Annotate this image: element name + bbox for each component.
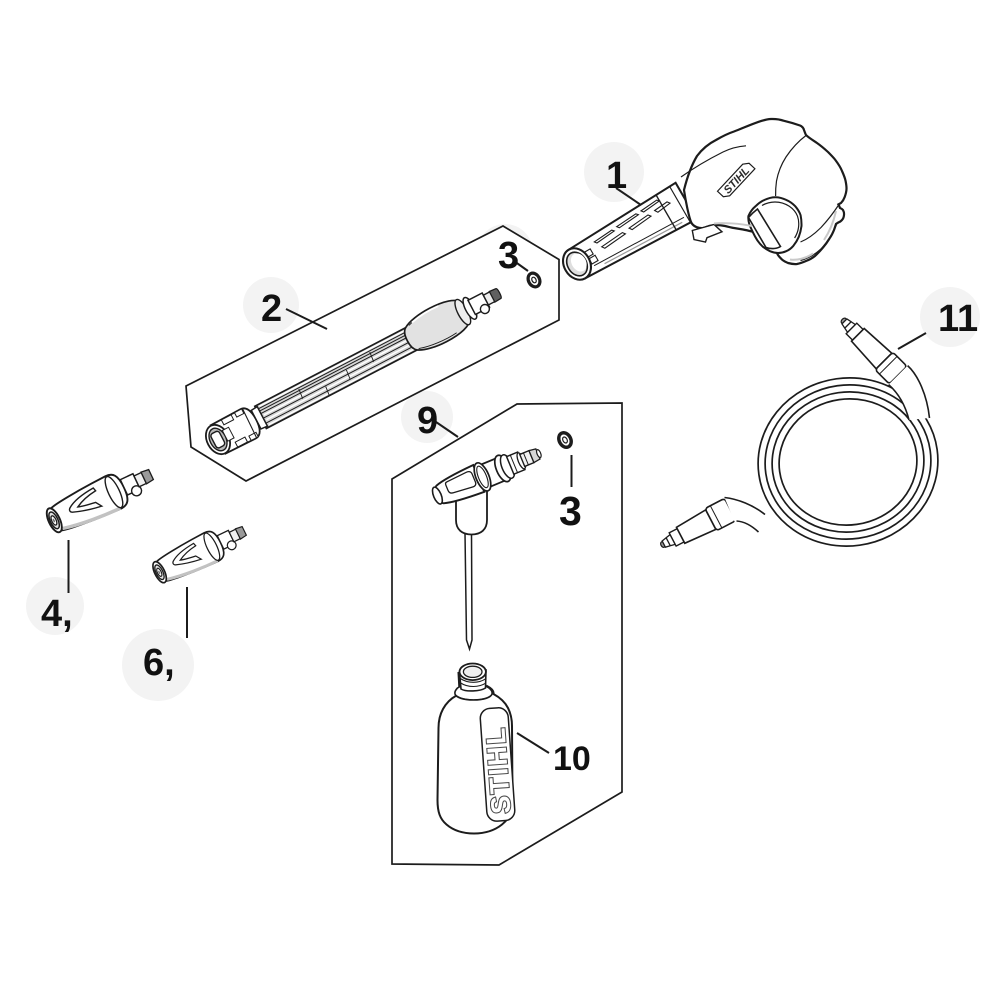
svg-text:6,: 6, xyxy=(143,642,175,684)
svg-text:9: 9 xyxy=(417,400,438,442)
svg-text:11: 11 xyxy=(938,298,978,340)
svg-text:4,: 4, xyxy=(41,593,73,635)
svg-text:STIHL: STIHL xyxy=(480,725,516,815)
svg-text:3: 3 xyxy=(559,488,582,534)
svg-text:2: 2 xyxy=(261,288,282,330)
svg-text:10: 10 xyxy=(553,740,591,778)
svg-text:3: 3 xyxy=(498,235,519,277)
svg-text:1: 1 xyxy=(606,155,627,197)
